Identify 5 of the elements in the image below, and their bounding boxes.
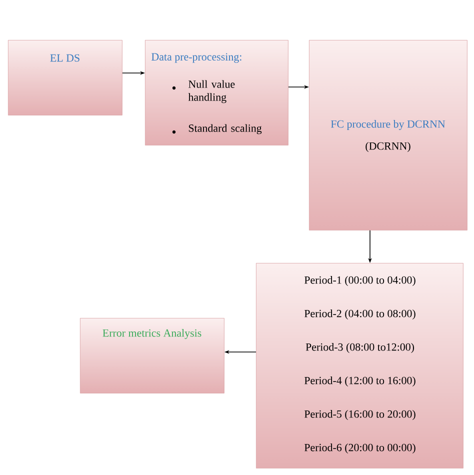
process-box: Period-1 (00:00 to 04:00) Period-2 (04:00 to 08:00) Period-3 (08:00 to12:00) Period-4 (12:00 to 16:00) Period-5 (16:00 to 20:00) Period-6 (20:00 to 00:00)	[256, 263, 464, 468]
process-box: Data pre-processing: Null value handling Standard scaling	[145, 40, 288, 146]
process-box: EL DS	[8, 40, 122, 116]
process-box: Error metrics Analysis	[80, 318, 224, 394]
process-box: FC procedure by DCRNN (DCRNN)	[309, 40, 468, 230]
